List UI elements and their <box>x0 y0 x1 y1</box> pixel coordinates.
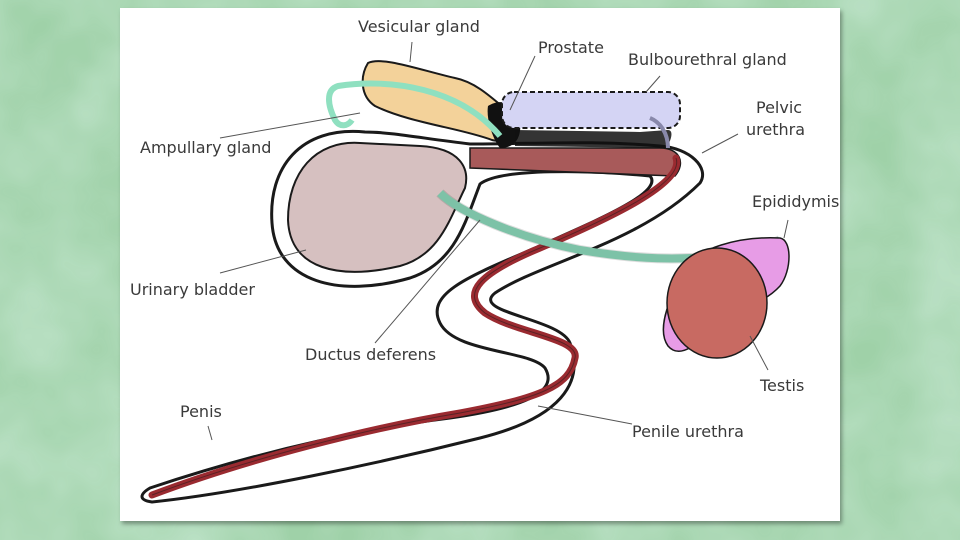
urinary-bladder-shape <box>286 141 468 273</box>
pointer-vesicular <box>409 41 413 63</box>
label-testis: Testis <box>760 376 805 395</box>
bulbourethral-duct <box>515 130 672 148</box>
label-pointers <box>207 41 789 441</box>
pointer-prostate <box>509 55 536 111</box>
pointer-pelvic-urethra <box>701 133 739 154</box>
label-penis: Penis <box>180 402 222 421</box>
ampulla-loop <box>326 80 503 138</box>
pointer-epididymis <box>783 219 789 239</box>
label-pelvic-urethra-line2: urethra <box>746 120 806 139</box>
pointer-bulbourethral <box>645 75 661 93</box>
bulbourethral-gland-shape <box>501 91 681 129</box>
pointer-ampullary <box>219 112 361 139</box>
pointer-penile-urethra <box>537 405 633 425</box>
pointer-bladder <box>219 249 307 274</box>
reproductive-tract-diagram <box>140 41 790 504</box>
pointer-penis <box>207 425 213 441</box>
label-bulbourethral-gland: Bulbourethral gland <box>628 50 787 69</box>
label-vesicular-gland: Vesicular gland <box>358 17 480 36</box>
testis-shape <box>666 247 768 359</box>
label-ductus-deferens: Ductus deferens <box>305 345 437 364</box>
penile-urethra-edge <box>151 157 678 496</box>
label-epididymis: Epididymis <box>752 192 840 211</box>
label-penile-urethra: Penile urethra <box>632 422 744 441</box>
label-prostate: Prostate <box>538 38 604 57</box>
pointer-testis <box>749 335 769 371</box>
bulbourethral-outlet <box>649 116 670 149</box>
label-pelvic-urethra-line1: Pelvic <box>756 98 803 117</box>
pointer-ductus <box>374 219 481 344</box>
label-ampullary-gland: Ampullary gland <box>140 138 272 157</box>
vesicular-gland-shape <box>361 60 513 142</box>
diagram-panel: Vesicular gland Prostate Bulbourethral g… <box>120 8 840 521</box>
label-urinary-bladder: Urinary bladder <box>130 280 255 299</box>
